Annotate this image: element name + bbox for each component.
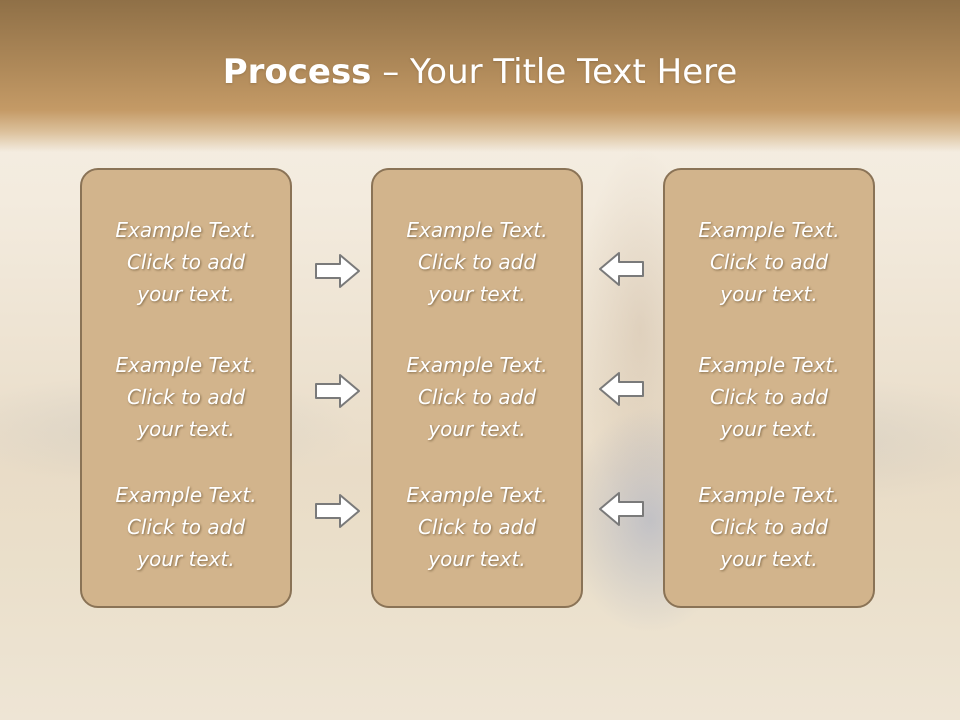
placeholder-line: Click to add: [126, 385, 246, 409]
title-bold-text: Process: [222, 52, 372, 92]
text-placeholder[interactable]: Example Text. Click to add your text.: [665, 479, 873, 575]
placeholder-line: Click to add: [709, 515, 829, 539]
arrow-left-icon[interactable]: [597, 370, 645, 408]
placeholder-line: Example Text.: [698, 483, 840, 507]
placeholder-line: Click to add: [417, 385, 537, 409]
placeholder-line: your text.: [428, 282, 526, 306]
text-placeholder[interactable]: Example Text. Click to add your text.: [665, 349, 873, 445]
text-placeholder[interactable]: Example Text. Click to add your text.: [82, 479, 290, 575]
text-placeholder[interactable]: Example Text. Click to add your text.: [373, 349, 581, 445]
arrow-left-icon[interactable]: [597, 250, 645, 288]
placeholder-line: Click to add: [126, 515, 246, 539]
text-placeholder[interactable]: Example Text. Click to add your text.: [82, 349, 290, 445]
placeholder-line: Click to add: [417, 515, 537, 539]
placeholder-line: your text.: [720, 417, 818, 441]
placeholder-line: Example Text.: [406, 483, 548, 507]
title-band: [0, 0, 960, 152]
slide-title[interactable]: Process – Your Title Text Here: [0, 52, 960, 92]
right-text-box[interactable]: Example Text. Click to add your text. Ex…: [663, 168, 875, 608]
placeholder-line: your text.: [720, 547, 818, 571]
placeholder-line: Example Text.: [406, 218, 548, 242]
placeholder-line: your text.: [720, 282, 818, 306]
placeholder-line: your text.: [428, 417, 526, 441]
text-placeholder[interactable]: Example Text. Click to add your text.: [82, 214, 290, 310]
placeholder-line: your text.: [137, 282, 235, 306]
text-placeholder[interactable]: Example Text. Click to add your text.: [373, 214, 581, 310]
left-text-box[interactable]: Example Text. Click to add your text. Ex…: [80, 168, 292, 608]
arrow-right-icon[interactable]: [314, 372, 362, 410]
text-placeholder[interactable]: Example Text. Click to add your text.: [665, 214, 873, 310]
placeholder-line: Click to add: [417, 250, 537, 274]
arrow-right-icon[interactable]: [314, 252, 362, 290]
placeholder-line: Click to add: [709, 250, 829, 274]
placeholder-line: Click to add: [126, 250, 246, 274]
placeholder-line: your text.: [137, 417, 235, 441]
placeholder-line: Example Text.: [406, 353, 548, 377]
placeholder-line: Example Text.: [115, 218, 257, 242]
title-rest-text: – Your Title Text Here: [371, 52, 738, 92]
placeholder-line: Example Text.: [698, 353, 840, 377]
text-placeholder[interactable]: Example Text. Click to add your text.: [373, 479, 581, 575]
middle-text-box[interactable]: Example Text. Click to add your text. Ex…: [371, 168, 583, 608]
placeholder-line: Click to add: [709, 385, 829, 409]
arrow-right-icon[interactable]: [314, 492, 362, 530]
placeholder-line: your text.: [137, 547, 235, 571]
placeholder-line: your text.: [428, 547, 526, 571]
placeholder-line: Example Text.: [698, 218, 840, 242]
arrow-left-icon[interactable]: [597, 490, 645, 528]
placeholder-line: Example Text.: [115, 483, 257, 507]
placeholder-line: Example Text.: [115, 353, 257, 377]
